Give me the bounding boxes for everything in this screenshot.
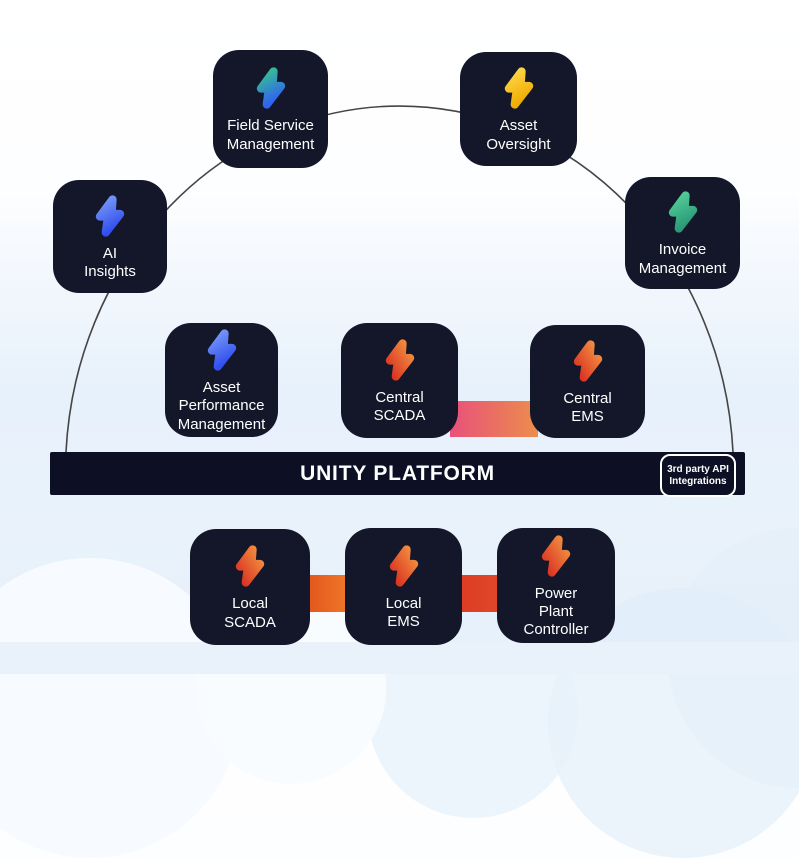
tile-central-scada: Central SCADA (341, 323, 458, 438)
bolt-icon (256, 67, 285, 109)
platform-title: UNITY PLATFORM (300, 461, 495, 485)
bolt-icon (541, 534, 571, 577)
tile-label: Asset Performance Management (177, 379, 266, 433)
bolt-icon (389, 545, 418, 587)
tile-asset-oversight: Asset Oversight (460, 52, 577, 166)
third-party-api-badge-label: 3rd party API Integrations (667, 463, 729, 487)
tile-central-ems: Central EMS (530, 325, 645, 438)
tile-label: Central EMS (563, 389, 612, 425)
bolt-icon (95, 195, 125, 237)
tile-label: Asset Oversight (486, 117, 551, 153)
tile-invoice-management: Invoice Management (625, 177, 740, 289)
tile-local-scada: Local SCADA (190, 529, 310, 645)
bolt-icon (504, 67, 533, 109)
tile-field-service-management: Field Service Management (213, 50, 328, 168)
bolt-icon (668, 191, 697, 233)
tile-ai-insights: AI Insights (53, 180, 167, 293)
tile-label: Field Service Management (226, 117, 315, 153)
bolt-icon (207, 329, 236, 371)
bolt-icon (385, 339, 414, 381)
tile-label: AI Insights (84, 244, 136, 280)
connector-central-scada-ems (450, 401, 538, 437)
bolt-icon (573, 340, 602, 382)
tile-label: Invoice Management (638, 241, 727, 277)
background-band (0, 642, 799, 674)
tile-label: Central SCADA (373, 388, 426, 424)
unity-platform-bar: UNITY PLATFORM 3rd party API Integration… (50, 452, 745, 497)
bolt-icon (235, 545, 265, 587)
tile-label: Local EMS (385, 594, 422, 630)
tile-asset-performance-management: Asset Performance Management (165, 323, 278, 437)
tile-label: Local SCADA (224, 595, 276, 631)
tile-power-plant-controller: Power Plant Controller (497, 528, 615, 643)
tile-local-ems: Local EMS (345, 528, 462, 645)
tile-label: Power Plant Controller (523, 584, 589, 639)
third-party-api-badge: 3rd party API Integrations (660, 454, 736, 497)
